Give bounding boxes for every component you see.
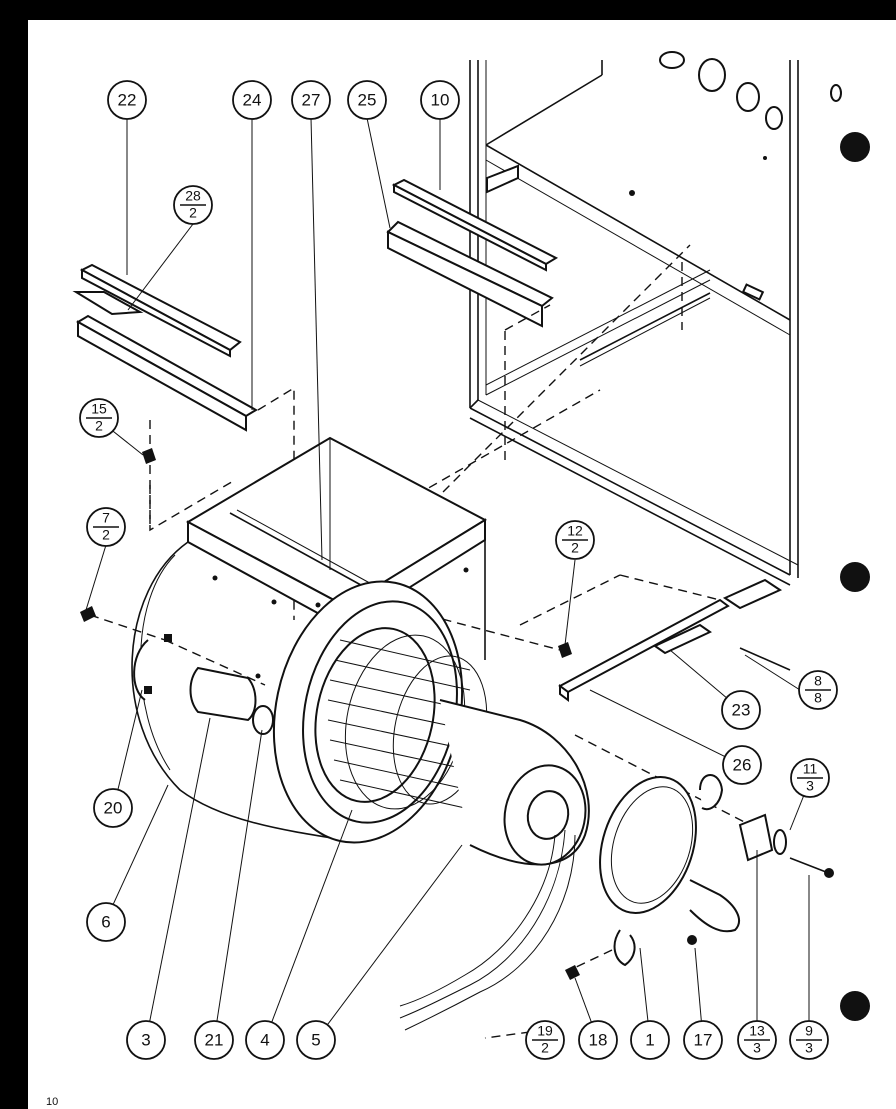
- callout-23: 23: [721, 690, 761, 730]
- callout-3: 3: [126, 1020, 166, 1060]
- registration-dot-bottom: [840, 991, 870, 1021]
- callout-circle: [683, 1020, 723, 1060]
- callout-label: 17: [694, 1030, 713, 1049]
- registration-dot-middle: [840, 562, 870, 592]
- callout-denominator: 3: [806, 778, 814, 794]
- callout-denominator: 2: [95, 418, 103, 434]
- cabinet-drawing: [469, 51, 842, 586]
- callout-circle: [232, 80, 272, 120]
- callout-circle: [296, 1020, 336, 1060]
- callout-8-8: 88: [798, 670, 838, 710]
- callout-numerator: 28: [185, 188, 201, 204]
- callout-17: 17: [683, 1020, 723, 1060]
- callout-21: 21: [194, 1020, 234, 1060]
- callout-numerator: 7: [102, 510, 110, 526]
- callout-28-2: 282: [173, 185, 213, 225]
- callout-15-2: 152: [79, 398, 119, 438]
- callout-label: 22: [118, 90, 137, 109]
- callout-numerator: 9: [805, 1023, 813, 1039]
- callout-label: 24: [243, 90, 262, 109]
- page-number: 10: [46, 1096, 59, 1108]
- callout-numerator: 12: [567, 523, 583, 539]
- callout-circle: [194, 1020, 234, 1060]
- callout-10: 10: [420, 80, 460, 120]
- callout-label: 6: [101, 912, 110, 931]
- callout-numerator: 19: [537, 1023, 553, 1039]
- callout-12-2: 122: [555, 520, 595, 560]
- callout-circle: [291, 80, 331, 120]
- callout-label: 21: [205, 1030, 224, 1049]
- callout-circle: [420, 80, 460, 120]
- registration-dot-top: [840, 132, 870, 162]
- callout-numerator: 13: [749, 1023, 765, 1039]
- callout-circle: [126, 1020, 166, 1060]
- callout-label: 26: [733, 755, 752, 774]
- callout-circle: [86, 902, 126, 942]
- callout-denominator: 8: [814, 690, 822, 706]
- callout-label: 23: [732, 700, 751, 719]
- leader-lines: [85, 117, 811, 1041]
- callout-20: 20: [93, 788, 133, 828]
- callout-denominator: 2: [541, 1040, 549, 1056]
- callout-circle: [107, 80, 147, 120]
- callout-circle: [245, 1020, 285, 1060]
- callout-label: 4: [260, 1030, 269, 1049]
- callout-24: 24: [232, 80, 272, 120]
- callout-denominator: 2: [571, 540, 579, 556]
- callout-numerator: 8: [814, 673, 822, 689]
- callout-circle: [347, 80, 387, 120]
- bracket-parts-23-26: [558, 578, 783, 702]
- callout-denominator: 2: [102, 527, 110, 543]
- callout-7-2: 72: [86, 507, 126, 547]
- callout-13-3: 133: [737, 1020, 777, 1060]
- callout-label: 20: [104, 798, 123, 817]
- blower-wheel-drawing: [314, 627, 488, 810]
- callout-circle: [722, 745, 762, 785]
- callout-25: 25: [347, 80, 387, 120]
- screw-parts: [80, 448, 791, 671]
- callout-27: 27: [291, 80, 331, 120]
- capacitor-drawing: [133, 634, 274, 735]
- callout-label: 25: [358, 90, 377, 109]
- callout-numerator: 11: [803, 761, 818, 777]
- callout-circle: [93, 788, 133, 828]
- callout-5: 5: [296, 1020, 336, 1060]
- callout-22: 22: [107, 80, 147, 120]
- rail-parts-10-25: [386, 178, 559, 328]
- callout-numerator: 15: [91, 401, 107, 417]
- callout-label: 3: [141, 1030, 150, 1049]
- motor-drawing: [399, 699, 590, 1031]
- callout-26: 26: [722, 745, 762, 785]
- callout-11-3: 113: [790, 758, 830, 798]
- callout-label: 1: [645, 1030, 654, 1049]
- callout-4: 4: [245, 1020, 285, 1060]
- callout-1: 1: [630, 1020, 670, 1060]
- callout-label: 5: [311, 1030, 320, 1049]
- callout-label: 27: [302, 90, 321, 109]
- callout-circle: [578, 1020, 618, 1060]
- callout-denominator: 3: [753, 1040, 761, 1056]
- motor-mount-drawing: [565, 774, 834, 980]
- callout-6: 6: [86, 902, 126, 942]
- callout-denominator: 2: [189, 205, 197, 221]
- callout-label: 10: [431, 90, 450, 109]
- rail-parts-22-24-28: [72, 263, 258, 432]
- callout-19-2: 192: [525, 1020, 565, 1060]
- callout-label: 18: [589, 1030, 608, 1049]
- callout-18: 18: [578, 1020, 618, 1060]
- callout-9-3: 93: [789, 1020, 829, 1060]
- callout-circle: [721, 690, 761, 730]
- callout-circle: [630, 1020, 670, 1060]
- callout-denominator: 3: [805, 1040, 813, 1056]
